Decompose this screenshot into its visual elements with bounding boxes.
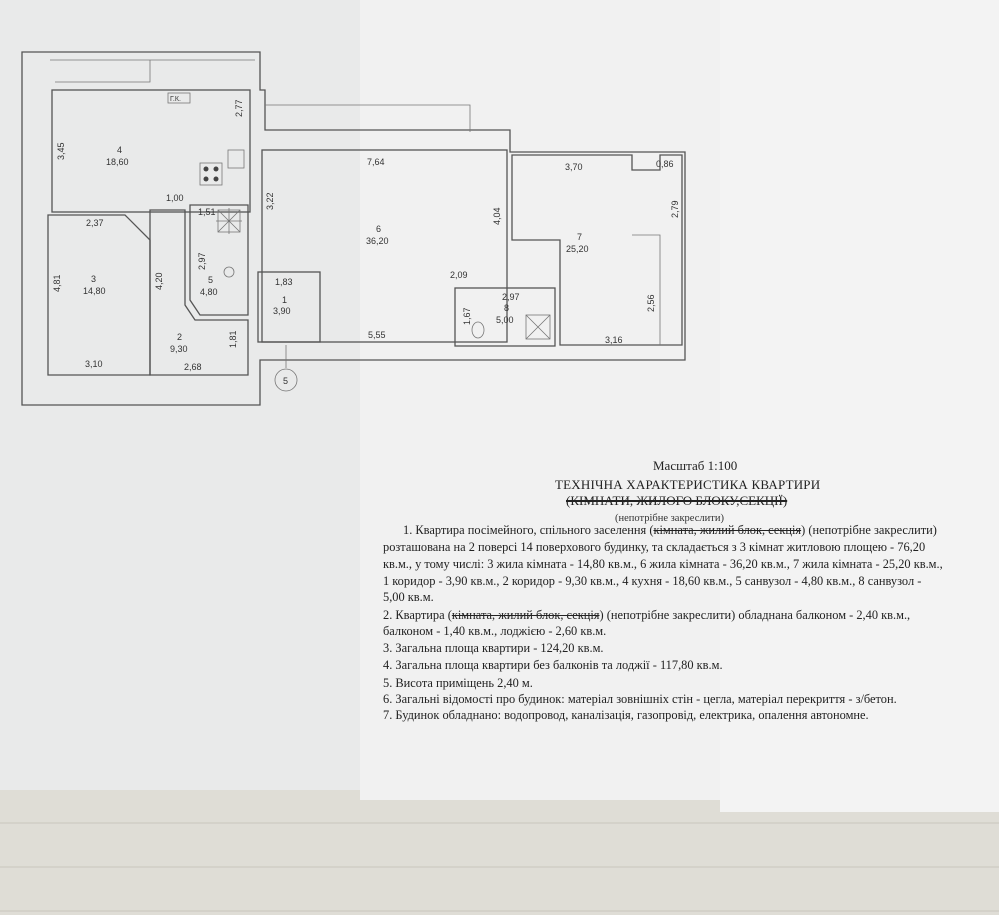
scale-label: Масштаб 1:100 [653,458,738,473]
document-subtitle: (КІМНАТИ, ЖИЛОГО БЛОКУ,СЕКЦІЇ) [566,493,787,509]
item-text: 1. Квартира посімейного, спільного засел… [403,523,654,537]
balcony-line [55,60,151,83]
dimension: 3,70 [565,162,583,172]
item-1-line-4: 1 коридор - 3,90 кв.м., 2 коридор - 9,30… [383,574,922,588]
item-1-line-5: 5,00 кв.м. [383,590,434,604]
room-area: 9,30 [170,344,188,354]
dimension: 2,68 [184,362,202,372]
dimension: 2,77 [234,99,244,117]
room-number: 3 [91,274,96,284]
struck-note: (непотрібне закреслити) [615,513,724,524]
room-area: 5,00 [496,315,514,325]
dimension: 1,67 [462,307,472,325]
struck-text: кімната, жилий блок, секція [653,523,802,537]
item-6: 6. Загальні відомості про будинок: матер… [383,692,897,706]
item-text: ) (непотрібне закреслити) [801,523,937,537]
dimension: 3,16 [605,335,623,345]
dimension: 4,81 [52,274,62,292]
room-number: 5 [208,275,213,285]
dimension: 2,97 [197,252,207,270]
stove-icon [199,162,223,186]
floor-plan: 5 Г.К. 4 18,60 3 14,80 2 9,30 5 4,80 1 3… [21,51,686,406]
burner-icon [213,166,219,172]
dimension: 2,09 [450,270,468,280]
room-area: 4,80 [200,287,218,297]
toilet-icon [223,266,235,278]
dimension: 3,45 [56,142,66,160]
item-2-line-1: 2. Квартира (кімната, жилий блок, секція… [383,608,983,623]
struck-subtitle: (КІМНАТИ, ЖИЛОГО БЛОКУ,СЕКЦІЇ) [566,493,788,508]
paper-sheet-middle [360,0,730,800]
burner-icon [203,176,209,182]
room-8-outline [454,287,556,347]
room-area: 14,80 [83,286,106,296]
item-4: 4. Загальна площа квартири без балконів … [383,658,723,672]
shower-drain-icon-2 [525,314,551,340]
dimension: 7,64 [367,157,385,167]
dimension: 3,10 [85,359,103,369]
item-1-line-1: 1. Квартира посімейного, спільного засел… [383,523,999,538]
room-7-outline [511,154,683,346]
dimension: 1,81 [228,330,238,348]
room-7-niche [632,234,661,345]
item-3: 3. Загальна площа квартири - 124,20 кв.м… [383,641,604,655]
item-text: ) (непотрібне закреслити) обладнана балк… [599,608,911,622]
room-4-outline [51,89,251,213]
item-7: 7. Будинок обладнано: водопровод, каналі… [383,708,869,722]
dimension: 1,51 [198,207,216,217]
dimension: 3,22 [265,192,275,210]
gk-label: Г.К. [170,96,181,103]
item-5: 5. Висота приміщень 2,40 м. [383,676,533,690]
gas-meter-box [167,92,191,104]
room-area: 25,20 [566,244,589,254]
room-5-outline [189,204,249,316]
document-title: ТЕХНІЧНА ХАРАКТЕРИСТИКА КВАРТИРИ [555,477,821,492]
axis-marker-label: 5 [283,376,288,386]
room-area: 3,90 [273,306,291,316]
outer-wall [21,51,686,406]
dimension: 1,83 [275,277,293,287]
room-number: 7 [577,232,582,242]
balcony-outline [265,104,471,132]
room-number: 1 [282,295,287,305]
room-area: 36,20 [366,236,389,246]
struck-text: кімната, жилий блок, секція [451,608,600,622]
room-number: 8 [504,303,509,313]
room-area: 18,60 [106,157,129,167]
axis-marker-circle [274,368,298,392]
paper-sheet-left [0,0,372,790]
room-number: 4 [117,145,122,155]
room-2-outline [149,209,249,376]
dimension: 2,97 [502,292,520,302]
shower-drain-icon [216,208,242,234]
dimension: 2,56 [646,294,656,312]
burner-icon [213,176,219,182]
paper-sheet-right [720,0,999,812]
toilet-icon-2 [471,321,485,339]
dimension: 4,04 [492,207,502,225]
room-6-outline [261,149,508,343]
sink-icon [227,149,245,169]
item-1-line-2: розташована на 2 поверсі 14 поверхового … [383,540,926,554]
dimension: 2,37 [86,218,104,228]
item-text: 2. Квартира ( [383,608,452,622]
dimension: 4,20 [154,272,164,290]
dimension: 5,55 [368,330,386,340]
dimension: 1,00 [166,193,184,203]
dimension: 0,86 [656,159,674,169]
room-number: 6 [376,224,381,234]
item-1-line-3: кв.м., у тому числі: 3 жила кімната - 14… [383,557,943,571]
burner-icon [203,166,209,172]
item-2-line-2: балконом - 1,40 кв.м., лоджією - 2,60 кв… [383,624,607,638]
dimension: 2,79 [670,200,680,218]
shower-icon-2 [525,314,551,340]
room-number: 2 [177,332,182,342]
